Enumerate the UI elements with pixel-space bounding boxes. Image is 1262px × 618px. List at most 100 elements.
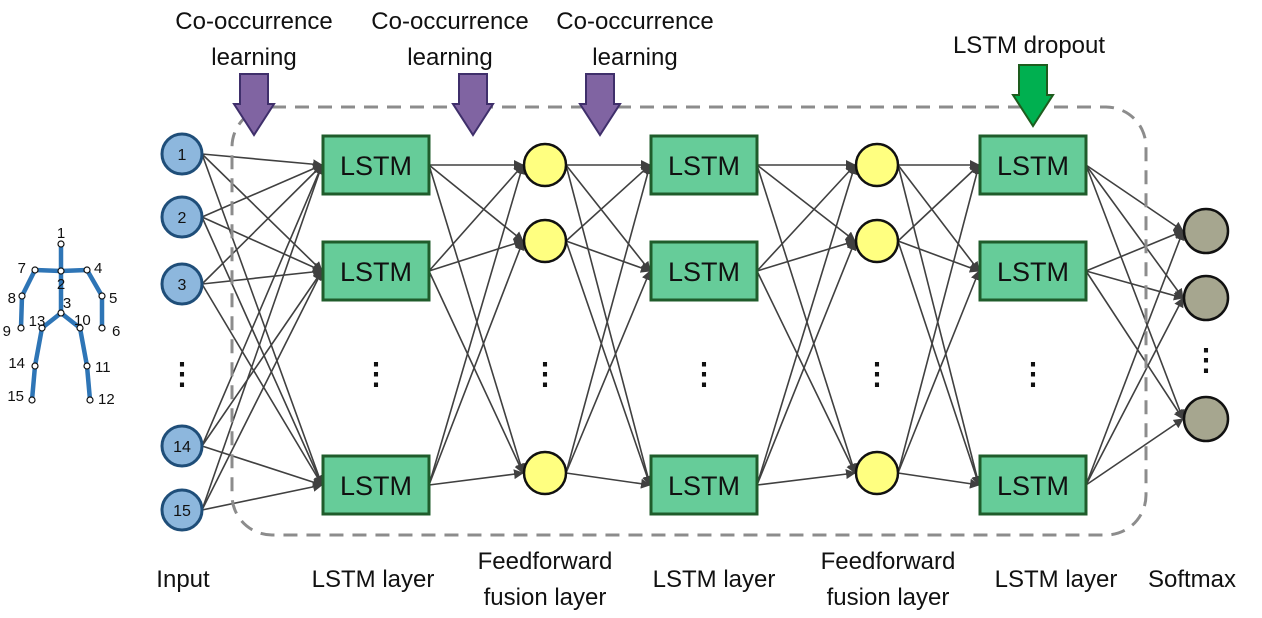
connection-edges [201,153,1185,511]
skeleton-joint-label: 1 [57,225,65,242]
skeleton-joint-label: 6 [112,323,120,340]
edge-fusion-lstm [897,240,980,273]
input-node [160,424,204,468]
edge-lstm-softmax [1085,418,1184,486]
edge-fusion-lstm [897,270,981,474]
svg-text:Co-occurrence: Co-occurrence [371,8,528,35]
edge-fusion-lstm [565,240,652,486]
skeleton-bone [18,293,25,331]
lstm-unit-label: LSTM [668,257,740,287]
edge-lstm-softmax [1085,230,1185,486]
skeleton-joint-label: 12 [98,391,115,408]
lstm-unit [978,240,1088,302]
input-ellipsis: ⋮ [167,358,197,391]
input-node-label: 15 [173,503,191,520]
edge-input-lstm [201,153,323,272]
lstm-unit [321,454,431,516]
network-nodes: 1231415⋮LSTMLSTMLSTM⋮LSTMLSTMLSTM⋮LSTMLS… [160,132,1230,532]
edge-lstm-fusion [756,270,856,474]
dropout-arrow-icon [1011,64,1055,128]
skeleton-joint [98,324,106,332]
lstm-layer-caption-2: LSTM layer [653,566,776,593]
edge-lstm-softmax [1085,164,1185,420]
lstm-unit [321,240,431,302]
lstm-unit [649,240,759,302]
skeleton-joint-label: 10 [74,312,91,329]
svg-text:learning: learning [211,44,296,71]
fusion-node [854,218,900,264]
edge-fusion-lstm [565,164,653,474]
edge-input-lstm [201,266,323,285]
skeleton-joint [83,362,91,370]
skeleton-joint [76,324,84,332]
edge-lstm-fusion [756,240,857,486]
skeleton-bone [29,363,38,403]
edge-input-lstm [201,216,323,486]
lstm-unit-label: LSTM [997,471,1069,501]
input-node [160,488,204,532]
svg-text:Feedforward: Feedforward [821,548,956,575]
lstm-layer-caption-3: LSTM layer [995,566,1118,593]
svg-text:fusion layer: fusion layer [827,584,950,611]
skeleton-joint [28,396,36,404]
svg-text:learning: learning [407,44,492,71]
softmax-node [1182,207,1230,255]
input-node [160,195,204,239]
lstm-layer-caption-1: LSTM layer [312,566,435,593]
edge-fusion-lstm [565,472,651,489]
lstm-ellipsis: ⋮ [689,358,719,391]
lstm-unit-label: LSTM [668,151,740,181]
edge-lstm-softmax [1085,229,1184,272]
edge-lstm-softmax [1085,270,1184,420]
edge-lstm-softmax [1085,164,1184,232]
skeleton-joint [38,324,46,332]
co-occurrence-arrow-icon [578,73,622,137]
skeleton-joint [83,266,91,274]
skeleton-bone [19,267,38,299]
skeleton-joint-label: 11 [95,359,111,376]
feedforward-caption-1: Feedforward fusion layer [478,548,613,611]
skeleton-joint-label: 13 [29,313,46,330]
edge-lstm-fusion [428,238,524,272]
fusion-node [522,450,568,496]
lstm-unit-label: LSTM [340,471,412,501]
edge-lstm-fusion [756,164,858,474]
softmax-ellipsis: ⋮ [1191,344,1221,377]
skeleton-bone [58,310,83,331]
edge-lstm-fusion [428,164,526,486]
lstm-dropout-label: LSTM dropout [953,32,1105,59]
co-occurrence-arrow-icon [451,73,495,137]
edge-input-lstm [201,445,323,487]
edge-input-lstm [201,270,323,447]
edge-fusion-lstm [565,240,651,273]
lstm-unit [649,454,759,516]
skeleton-joint [31,266,39,274]
edge-input-lstm [201,164,324,511]
input-node [160,262,204,306]
edge-input-lstm [201,164,323,285]
svg-text:fusion layer: fusion layer [484,584,607,611]
edge-fusion-lstm [897,240,981,486]
edge-input-lstm [201,283,323,486]
softmax-node [1182,274,1230,322]
skeleton-bone [32,325,45,369]
skeleton-joint-label: 9 [3,323,11,340]
svg-text:Feedforward: Feedforward [478,548,613,575]
skeleton-bone [39,310,64,331]
lstm-unit-label: LSTM [340,257,412,287]
model-dashed-boundary [230,105,1148,537]
edge-input-lstm [201,270,323,511]
softmax-caption: Softmax [1148,566,1236,593]
fusion-node [854,450,900,496]
fusion-ellipsis: ⋮ [862,358,892,391]
fusion-node [854,142,900,188]
fusion-node [522,142,568,188]
edge-input-lstm [201,163,323,218]
lstm-ellipsis: ⋮ [361,358,391,391]
lstm-unit [978,454,1088,516]
skeleton-joint [31,362,39,370]
skeleton-joint-label: 15 [7,388,24,405]
lstm-unit [321,134,431,196]
lstm-unit-label: LSTM [668,471,740,501]
edge-fusion-lstm [897,164,980,242]
